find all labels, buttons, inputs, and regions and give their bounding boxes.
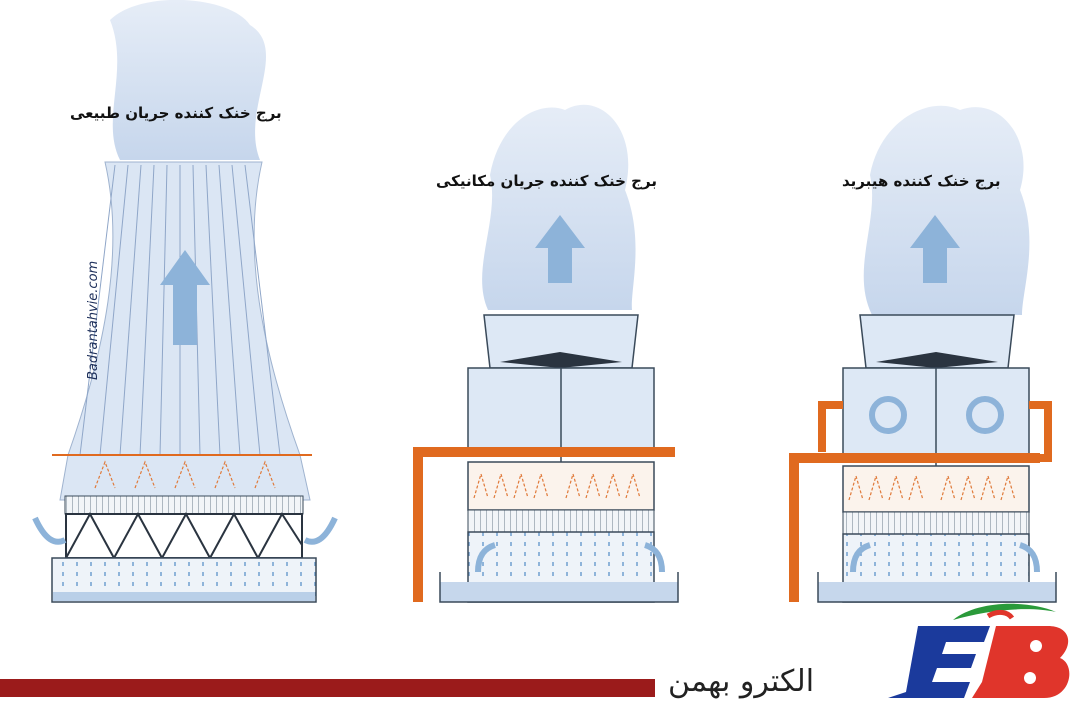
air-inlet-arrow-right xyxy=(643,542,665,573)
steam-plume xyxy=(482,104,636,310)
brand-bar xyxy=(0,679,655,697)
hybrid-title: برج خنک کننده هیبرید xyxy=(842,172,1001,190)
air-inlet-arrow-right xyxy=(1018,542,1040,573)
brand-logo xyxy=(878,598,1078,712)
swirl-right xyxy=(966,396,1004,434)
spray-nozzles xyxy=(473,471,641,499)
up-arrow xyxy=(160,250,210,345)
spray-nozzles xyxy=(94,460,276,489)
mechanical-draft-title: برج خنک کننده جریان مکانیکی xyxy=(436,172,657,190)
logo-letter-b xyxy=(972,626,1070,698)
spray-zone xyxy=(842,465,1030,513)
orange-pipe xyxy=(413,447,675,602)
hybrid-tower xyxy=(789,105,1057,603)
basin-outline xyxy=(817,572,1057,603)
air-inlet-arrow-left xyxy=(850,542,872,573)
basin-water xyxy=(53,592,315,601)
mechanical-draft-tower xyxy=(413,104,679,603)
air-inlet-arrow-right xyxy=(303,516,338,545)
fan-blade xyxy=(876,352,998,368)
fill-media xyxy=(467,509,655,533)
steam-plume xyxy=(863,105,1030,316)
logo-letter-e xyxy=(888,626,990,698)
fan-blade xyxy=(500,352,622,368)
support-legs xyxy=(65,511,303,561)
steam-plume xyxy=(110,0,266,160)
air-inlet-arrow-left xyxy=(32,516,67,545)
spray-nozzles xyxy=(848,473,1016,501)
swirl-left xyxy=(869,396,907,434)
air-inlet-arrow-left xyxy=(475,542,497,573)
brand-name: الکترو بهمن xyxy=(668,664,815,699)
natural-draft-tower xyxy=(32,0,338,603)
fill-media xyxy=(842,511,1030,535)
up-arrow xyxy=(910,215,960,283)
up-arrow xyxy=(535,215,585,283)
basin-water xyxy=(440,582,678,602)
shell-ribs xyxy=(79,164,281,456)
logo-leaf xyxy=(953,603,1056,620)
basin-water xyxy=(818,582,1056,602)
watermark-text: Badrantahvie.com xyxy=(86,260,101,380)
fill-media xyxy=(64,495,304,515)
orange-pipe xyxy=(789,453,1040,602)
spray-zone xyxy=(467,461,655,511)
basin-outline xyxy=(439,572,679,603)
natural-draft-title: برج خنک کننده جریان طبیعی xyxy=(70,104,282,122)
